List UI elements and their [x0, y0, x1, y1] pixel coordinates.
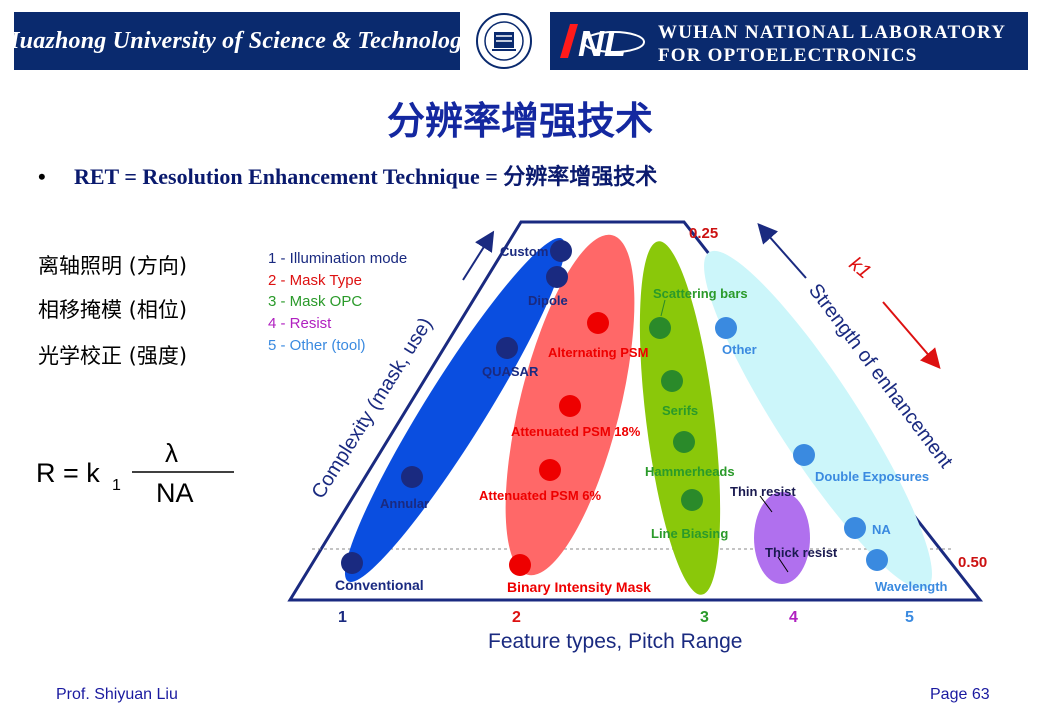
legend-item-5: 5 - Other (tool)	[268, 337, 366, 354]
dot-quasar	[496, 337, 518, 359]
bullet-ret: • RET = Resolution Enhancement Technique …	[38, 159, 657, 191]
note-off-axis: 离轴照明 (方向)	[38, 254, 188, 278]
slide-title: 分辨率增强技术	[386, 99, 653, 143]
lab-logo-text: NL	[578, 23, 626, 64]
label-na: NA	[872, 522, 891, 537]
x-tick-3: 3	[700, 609, 709, 626]
legend-item-3: 3 - Mask OPC	[268, 293, 362, 310]
k1-arrow	[882, 301, 941, 370]
label-scattering-bars: Scattering bars	[653, 286, 748, 301]
x-tick-4: 4	[789, 609, 798, 626]
formula-lhs: R = k	[36, 458, 100, 488]
footer-author: Prof. Shiyuan Liu	[56, 686, 178, 703]
x-tick-2: 2	[512, 609, 521, 626]
dot-annular	[401, 466, 423, 488]
bullet-dot: •	[38, 164, 46, 189]
label-other: Other	[722, 342, 757, 357]
dot-double-exposures	[793, 444, 815, 466]
dot-dipole	[546, 266, 568, 288]
label-dipole: Dipole	[528, 293, 568, 308]
thin-resist-pointer	[759, 495, 773, 513]
label-wavelength: Wavelength	[875, 579, 948, 594]
label-attenuated-6: Attenuated PSM 6%	[479, 488, 602, 503]
university-banner: Huazhong University of Science & Technol…	[1, 12, 473, 70]
note-phase-shift: 相移掩模 (相位)	[38, 298, 188, 322]
scattering-pointer	[660, 299, 666, 317]
dot-attenuated-18	[559, 395, 581, 417]
dot-attenuated-6	[539, 459, 561, 481]
note-optical-correction: 光学校正 (强度)	[38, 344, 188, 368]
complexity-arrow	[462, 230, 495, 281]
label-alternating-psm: Alternating PSM	[548, 345, 648, 360]
label-annular: Annular	[380, 496, 429, 511]
dot-serifs	[661, 370, 683, 392]
label-conventional: Conventional	[335, 577, 424, 593]
label-binary-mask: Binary Intensity Mask	[507, 579, 651, 595]
x-axis-title: Feature types, Pitch Range	[488, 630, 742, 653]
lab-banner: NL WUHAN NATIONAL LABORATORY FOR OPTOELE…	[550, 12, 1028, 70]
university-seal-icon	[476, 13, 532, 69]
dot-conventional	[341, 552, 363, 574]
x-tick-1: 1	[338, 609, 347, 626]
k1-top-value: 0.25	[689, 225, 718, 242]
lab-name-line2: FOR OPTOELECTRONICS	[658, 45, 918, 66]
dot-na	[844, 517, 866, 539]
k1-label: k1	[845, 253, 875, 283]
thick-resist-pointer	[777, 556, 789, 573]
label-hammerheads: Hammerheads	[645, 464, 735, 479]
wnlo-logo-icon: NL	[560, 23, 645, 64]
dot-wavelength	[866, 549, 888, 571]
label-thin-resist: Thin resist	[730, 484, 796, 499]
label-double-exposures: Double Exposures	[815, 469, 929, 484]
label-serifs: Serifs	[662, 403, 698, 418]
group1-ellipse	[344, 237, 566, 583]
dot-line-biasing	[681, 489, 703, 511]
dot-other	[715, 317, 737, 339]
formula-numerator: λ	[165, 440, 178, 468]
bullet-text: RET = Resolution Enhancement Technique =…	[74, 164, 658, 189]
lab-name-line1: WUHAN NATIONAL LABORATORY	[658, 22, 1007, 43]
university-name: Huazhong University of Science & Technol…	[0, 27, 474, 54]
legend-item-4: 4 - Resist	[268, 315, 332, 332]
dot-alternating-psm	[587, 312, 609, 334]
dot-hammerheads	[673, 431, 695, 453]
group4-ellipse	[754, 492, 810, 584]
x-tick-5: 5	[905, 609, 914, 626]
k1-bottom-value: 0.50	[958, 554, 987, 571]
dot-scattering-bars	[649, 317, 671, 339]
legend-item-2: 2 - Mask Type	[268, 272, 362, 289]
resolution-formula: R = k 1 λ NA	[36, 440, 234, 508]
footer-page-number: Page 63	[930, 686, 990, 703]
label-line-biasing: Line Biasing	[651, 526, 728, 541]
formula-denominator: NA	[156, 478, 194, 508]
label-custom: Custom	[500, 244, 548, 259]
dot-custom	[550, 240, 572, 262]
trapezoid-frame	[287, 220, 984, 602]
group5-ellipse	[704, 250, 932, 590]
dot-binary-mask	[509, 554, 531, 576]
formula-subscript: 1	[112, 477, 121, 494]
label-attenuated-18: Attenuated PSM 18%	[511, 424, 641, 439]
label-quasar: QUASAR	[482, 364, 539, 379]
label-thick-resist: Thick resist	[765, 545, 838, 560]
legend-item-1: 1 - Illumination mode	[268, 250, 407, 267]
strength-arrow	[757, 223, 807, 279]
